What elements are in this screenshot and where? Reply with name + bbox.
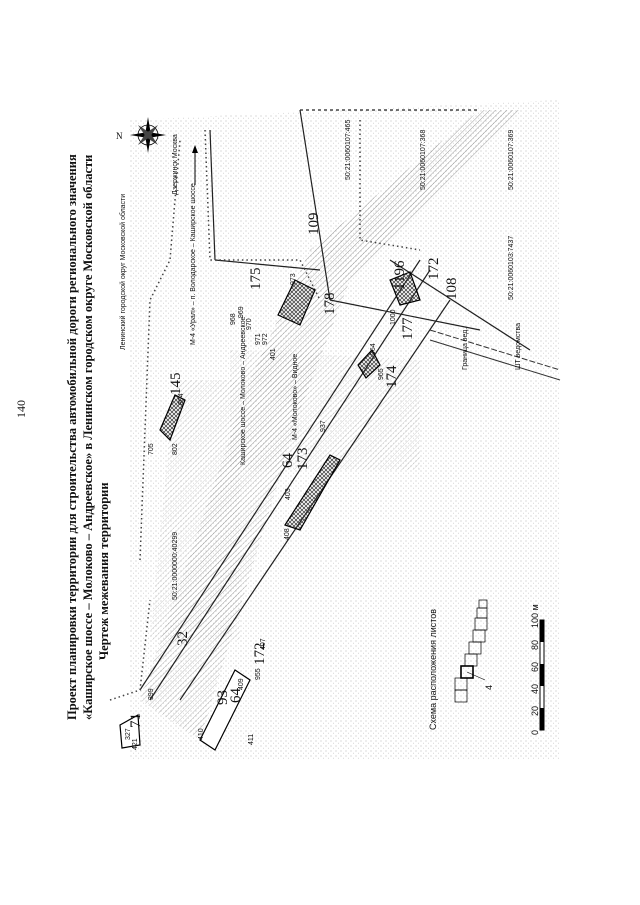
point-number: 804: [178, 393, 185, 405]
direction-sht-label: ШТ ведомства: [515, 322, 522, 370]
point-number: 955: [255, 668, 262, 680]
point-number: 401: [270, 348, 277, 360]
parcel-number: 1196: [392, 260, 408, 290]
point-number: 399: [148, 688, 155, 700]
cadastral-label-3: 50:21:0060107:368: [420, 129, 427, 190]
scale-tick: 80: [530, 639, 540, 650]
point-number: 410: [198, 728, 205, 740]
scale-tick: 0: [530, 729, 540, 735]
road-corridor: [140, 110, 520, 740]
parcel-number: 64: [228, 688, 244, 703]
parcels: [119, 271, 421, 751]
point-number: 973: [290, 273, 297, 285]
point-number: 421: [132, 738, 139, 750]
scale-tick: 60: [530, 661, 540, 672]
parcel-number: 145: [168, 372, 184, 396]
point-number: 411: [248, 733, 255, 745]
compass-rose-icon: [130, 117, 166, 153]
point-number: 969: [238, 306, 245, 318]
dotted-boundaries: [109, 120, 421, 701]
parcel-number: 71: [128, 713, 144, 728]
cadastral-label-1: 50:21:0000000:40299: [172, 531, 179, 600]
cadastral-label-4: 50:21:0060103:7437: [508, 235, 515, 300]
sheet-scheme: [454, 599, 488, 703]
road-lines: [139, 109, 531, 701]
point-number: 802: [172, 443, 179, 455]
district-label: Ленинский городской округ Московской обл…: [120, 193, 127, 350]
sheet-scheme-current: 4: [484, 684, 494, 690]
scale-tick: 20: [530, 705, 540, 716]
point-number: 968: [230, 313, 237, 325]
point-number: 705: [148, 443, 155, 455]
road-main-label: М-4 «Урал» – п. Володарское – Каширское …: [190, 183, 197, 345]
direction-arrow-icon: [192, 145, 198, 185]
parcel-number: 32: [175, 631, 191, 646]
point-number: 327: [125, 728, 132, 740]
parcel-number: 175: [248, 267, 264, 291]
parcel-number: 173: [295, 447, 311, 471]
point-number: 403: [285, 488, 292, 500]
parcel-number: 174: [384, 365, 400, 389]
road-andreevskoe-label: Каширское шоссе – Молоково – Андреевское: [240, 316, 247, 465]
cadastral-label-2: 50:21:0060107:465: [345, 119, 352, 180]
scale-bar: [539, 619, 545, 731]
point-number: 937: [320, 420, 327, 432]
point-number: 964: [370, 343, 377, 355]
compass-north-label: N: [116, 131, 123, 141]
point-number: 965: [378, 368, 385, 380]
cadastral-label-5: 50:21:0060107:369: [508, 129, 515, 190]
point-number: 1000: [390, 309, 397, 325]
scale-tick: 100 м: [530, 604, 540, 628]
point-number: 971: [255, 333, 262, 345]
parcel-number: 177: [400, 317, 416, 341]
road-molokovo-label: М-4 «Молоково» – Видное: [292, 353, 299, 440]
point-number: 407: [260, 638, 267, 650]
point-number: 972: [262, 333, 269, 345]
rail-line: [429, 329, 561, 381]
boundary-note-label: Граница вед.: [462, 327, 469, 370]
point-number: 408: [284, 528, 291, 540]
direction-dzerzhinsky-label: Дзержинск Москва: [172, 134, 179, 195]
point-number: 409: [238, 678, 245, 690]
sheet-scheme-title: Схема расположения листов: [428, 608, 438, 730]
parcel-number: 178: [322, 292, 338, 316]
point-number: 970: [246, 318, 253, 330]
parcel-number: 172: [426, 257, 442, 281]
scale-tick: 40: [530, 683, 540, 694]
parcel-number: 109: [306, 212, 322, 236]
parcel-number: 108: [444, 277, 460, 301]
